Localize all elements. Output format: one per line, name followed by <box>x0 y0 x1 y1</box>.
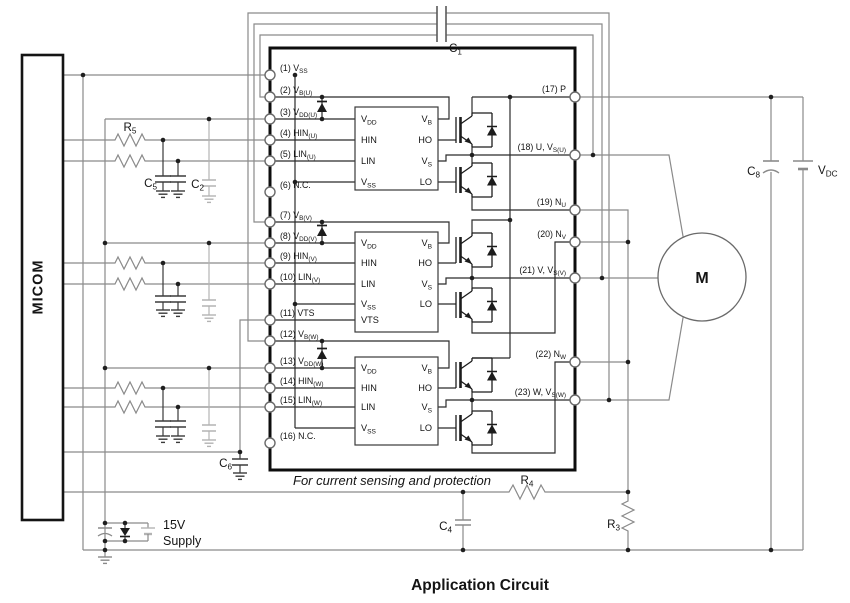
driver-w-lin: LIN <box>361 402 375 412</box>
pin-circles <box>264 69 581 449</box>
driver-w-lo: LO <box>420 423 432 433</box>
driver-u-lo: LO <box>420 177 432 187</box>
label-c5: C5 <box>144 177 157 192</box>
ipm-module: VDD VB HIN HO LIN VS VSS LO VDD VB HIN H… <box>264 46 581 472</box>
label-c2: C2 <box>191 178 204 193</box>
pin-17-label: (17) P <box>542 84 566 94</box>
pin-2-label: (2) VB(U) <box>280 85 312 97</box>
pin-8-label: (8) VDD(V) <box>280 231 317 243</box>
pin-13-label: (13) VDD(W) <box>280 356 324 368</box>
pin-10-label: (10) LIN(V) <box>280 272 320 284</box>
driver-u-vs: VS <box>421 156 432 169</box>
pin-4-label: (4) HIN(U) <box>280 128 317 140</box>
driver-u-hin: HIN <box>361 135 377 145</box>
label-c1: C1 <box>449 42 462 57</box>
gate-driver-blocks: VDD VB HIN HO LIN VS VSS LO VDD VB HIN H… <box>354 106 439 446</box>
component-labels: R5 C5 C2 C6 C1 C4 R4 R3 C8 VDC <box>124 42 838 535</box>
driver-u-vb: VB <box>421 114 432 127</box>
label-vdc: VDC <box>818 164 838 179</box>
driver-w-vb: VB <box>421 363 432 376</box>
label-r5: R5 <box>124 121 137 136</box>
driver-v-lo: LO <box>420 299 432 309</box>
driver-u-vdd: VDD <box>361 114 377 127</box>
driver-w-vss: VSS <box>361 423 377 436</box>
driver-v-ho: HO <box>418 258 432 268</box>
driver-v-lin: LIN <box>361 279 375 289</box>
driver-v-vss: VSS <box>361 299 377 312</box>
pin-1-label: (1) VSS <box>280 63 308 75</box>
pin-3-label: (3) VDD(U) <box>280 107 317 119</box>
right-pin-labels: (17) P (18) U, VS(U) (19) NU (20) NV (21… <box>515 84 567 399</box>
zener-diode-icon <box>120 523 130 541</box>
driver-v-vts: VTS <box>361 315 379 325</box>
pin-12-label: (12) VB(W) <box>280 329 319 341</box>
motor-label: M <box>695 270 708 287</box>
label-c6: C6 <box>219 457 232 472</box>
driver-w-vs: VS <box>421 402 432 415</box>
bootstrap-diode-icons <box>317 100 327 359</box>
driver-w-vdd: VDD <box>361 363 377 376</box>
pin-11-label: (11) VTS <box>280 308 315 318</box>
pin-16-label: (16) N.C. <box>280 431 316 441</box>
internal-wiring <box>270 75 575 454</box>
driver-u-ho: HO <box>418 135 432 145</box>
supply-15v: 15V Supply <box>97 518 202 565</box>
pin-21-label: (21) V, VS(V) <box>519 265 566 277</box>
label-r3: R3 <box>607 518 620 533</box>
pin-6-label: (6) N.C. <box>280 180 311 190</box>
pin-20-label: (20) NV <box>537 229 566 241</box>
pin-22-label: (22) NW <box>536 349 567 361</box>
micom-block: MICOM <box>20 53 65 522</box>
pin-15-label: (15) LIN(W) <box>280 395 322 407</box>
label-r4: R4 <box>521 474 534 489</box>
supply-label-15v: 15V <box>163 518 186 532</box>
micom-label: MICOM <box>31 260 47 315</box>
motor: M <box>657 232 747 322</box>
driver-u-lin: LIN <box>361 156 375 166</box>
label-c8: C8 <box>747 165 760 180</box>
pin-18-label: (18) U, VS(U) <box>518 142 566 154</box>
input-filter-caps <box>155 119 248 481</box>
junction-dots <box>80 72 774 553</box>
driver-w-hin: HIN <box>361 383 377 393</box>
driver-u-vss: VSS <box>361 177 377 190</box>
pin-23-label: (23) W, VS(W) <box>515 387 566 399</box>
pin-19-label: (19) NU <box>537 197 566 209</box>
left-pin-labels: (1) VSS (2) VB(U) (3) VDD(U) (4) HIN(U) … <box>280 63 324 441</box>
driver-v-vdd: VDD <box>361 238 377 251</box>
current-sensing-note: For current sensing and protection <box>293 473 491 488</box>
driver-w-ho: HO <box>418 383 432 393</box>
bootstrap-cap-c1 <box>436 6 447 42</box>
label-c4: C4 <box>439 520 452 535</box>
driver-v-hin: HIN <box>361 258 377 268</box>
pin-9-label: (9) HIN(V) <box>280 251 317 263</box>
driver-v-vs: VS <box>421 279 432 292</box>
pin-14-label: (14) HIN(W) <box>280 376 324 388</box>
driver-v-vb: VB <box>421 238 432 251</box>
pin-5-label: (5) LIN(U) <box>280 149 316 161</box>
pin-7-label: (7) VB(V) <box>280 210 312 222</box>
page-title: Application Circuit <box>411 577 549 594</box>
supply-label-supply: Supply <box>163 534 202 548</box>
external-wiring <box>63 12 813 551</box>
